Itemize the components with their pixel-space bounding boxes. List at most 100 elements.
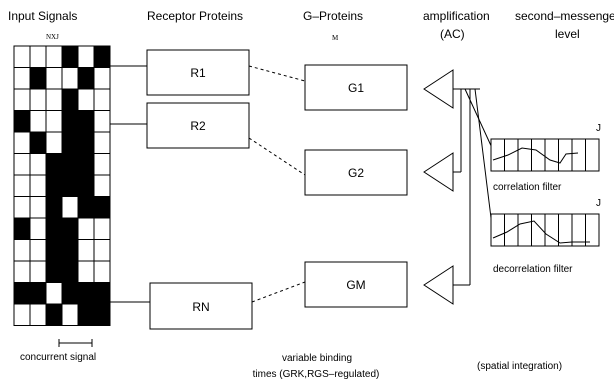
grid-cell (61, 282, 79, 305)
grid-cell (77, 196, 95, 219)
grid-cell (45, 88, 63, 111)
grid-cell (29, 260, 47, 283)
concurrent-signal-label: concurrent signal (20, 352, 96, 363)
grid-cell (77, 153, 95, 176)
grid-cell (77, 45, 95, 68)
grid-cell (45, 153, 63, 176)
grid-cell (29, 196, 47, 219)
receptor-label-r2: R2 (190, 119, 206, 133)
grid-cell (61, 217, 79, 240)
grid-cell (61, 303, 79, 326)
grid-cell (13, 174, 31, 197)
grid-cell (13, 282, 31, 305)
grid-cell (93, 303, 111, 326)
filter-dimension-label: J (596, 198, 601, 209)
receptor-box-r2 (146, 102, 250, 149)
grid-cell (45, 45, 63, 68)
grid-cell (29, 217, 47, 240)
grid-cell (61, 260, 79, 283)
grid-cell (45, 260, 63, 283)
grid-cell (93, 110, 111, 133)
grid-cell (77, 88, 95, 111)
grid-cell (61, 67, 79, 90)
receptor-label-rn: RN (192, 300, 209, 314)
grid-cell (61, 174, 79, 197)
feedback-line (474, 88, 494, 235)
grid-cell (45, 174, 63, 197)
grid-cell (45, 131, 63, 154)
amplifier-triangle-1 (423, 69, 454, 109)
header-second-messenger-sub: level (555, 27, 580, 41)
grid-cell (77, 67, 95, 90)
receptor-label-r1: R1 (190, 66, 206, 80)
grid-cell (29, 67, 47, 90)
grid-cell (93, 217, 111, 240)
grid-cell (29, 303, 47, 326)
grid-cell (61, 88, 79, 111)
grid-cell (77, 174, 95, 197)
grid-cell (29, 153, 47, 176)
amplifier-triangle-m (423, 265, 454, 305)
grid-cell (77, 303, 95, 326)
header-second-messenger: second–messenger (515, 9, 614, 23)
grid-cell (45, 67, 63, 90)
grid-cell (61, 196, 79, 219)
grid-cell (77, 260, 95, 283)
grid-cell (29, 131, 47, 154)
grid-cell (93, 67, 111, 90)
binding-dashed-line (248, 65, 306, 82)
grid-cell (61, 110, 79, 133)
correlation-filter-label: correlation filter (493, 182, 562, 193)
grid-cell (77, 131, 95, 154)
binding-times-label-line2: times (GRK,RGS–regulated) (253, 369, 380, 380)
grid-cell (13, 67, 31, 90)
grid-cell (93, 174, 111, 197)
grid-cell (29, 282, 47, 305)
grid-cell (93, 45, 111, 68)
grid-cell (13, 303, 31, 326)
binding-times-label-line1: variable binding (282, 353, 352, 364)
gprotein-box-g1 (304, 64, 408, 111)
input-signal-grid (13, 45, 111, 326)
grid-cell (13, 131, 31, 154)
grid-cell (13, 45, 31, 68)
decorrelation-filter (490, 213, 600, 247)
grid-cell (93, 153, 111, 176)
grid-cell (93, 282, 111, 305)
decorrelation-filter-curve (492, 220, 590, 244)
grid-cell (13, 153, 31, 176)
grid-cell (61, 153, 79, 176)
amplifier-triangle-2 (423, 152, 454, 192)
gprotein-label-g2: G2 (348, 166, 364, 180)
grid-cell (93, 260, 111, 283)
gprotein-label-g1: G1 (348, 81, 364, 95)
grid-cell (45, 110, 63, 133)
header-g-proteins: G–Proteins (303, 9, 363, 23)
receptor-box-rn (149, 282, 253, 330)
header-input-signals: Input Signals (8, 9, 77, 23)
grid-cell (77, 239, 95, 262)
grid-cell (29, 239, 47, 262)
grid-cell (13, 196, 31, 219)
grid-cell (13, 88, 31, 111)
header-amplification-sub: (AC) (440, 27, 465, 41)
grid-cell (45, 196, 63, 219)
grid-cell (29, 45, 47, 68)
grid-cell (93, 88, 111, 111)
grid-cell (13, 217, 31, 240)
filter-dimension-label: J (596, 123, 601, 134)
grid-cell (45, 239, 63, 262)
header-receptor-proteins: Receptor Proteins (147, 9, 243, 23)
grid-cell (77, 282, 95, 305)
grid-cell (93, 239, 111, 262)
grid-cell (29, 88, 47, 111)
grid-cell (93, 196, 111, 219)
grid-cell (29, 110, 47, 133)
correlation-filter-curve (492, 147, 579, 164)
grid-cell (13, 260, 31, 283)
header-amplification: amplification (423, 9, 490, 23)
grid-cell (77, 217, 95, 240)
grid-cell (93, 131, 111, 154)
grid-cell (45, 217, 63, 240)
